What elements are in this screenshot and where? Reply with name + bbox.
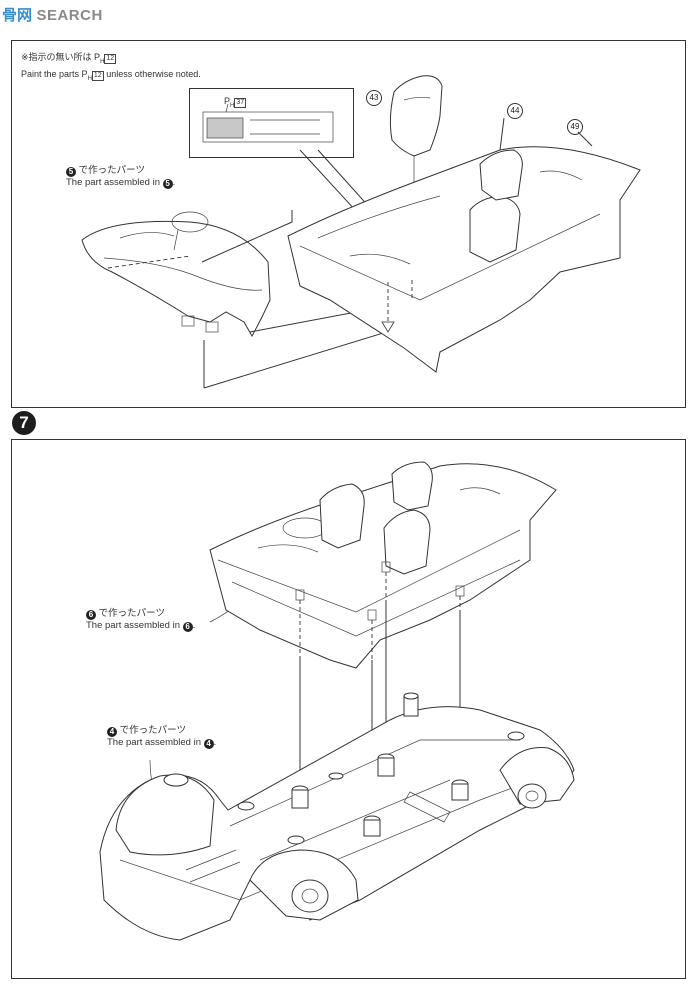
callout-step4-jp: 4 で作ったパーツ bbox=[107, 725, 216, 737]
callout-step6-jp: 6 で作ったパーツ bbox=[86, 608, 195, 620]
callout-step5-jp: 5 で作ったパーツ bbox=[66, 165, 175, 177]
part-number-49: 49 bbox=[567, 119, 583, 135]
dashboard-part bbox=[81, 211, 271, 338]
watermark-brand: SEARCH bbox=[36, 7, 103, 24]
callout-step5-en: The part assembled in 5. bbox=[66, 177, 176, 189]
paint-code-box: 12 bbox=[91, 70, 104, 81]
interior-tub-assembled bbox=[209, 461, 557, 669]
step-ref-badge: 4 bbox=[203, 739, 214, 749]
chassis-part bbox=[99, 692, 575, 941]
callout-step4: 4 で作ったパーツ The part assembled in 4. bbox=[107, 725, 216, 749]
interior-tub bbox=[287, 117, 641, 373]
step-6-frame bbox=[11, 40, 686, 408]
step-ref-badge: 6 bbox=[86, 610, 96, 620]
assembly-guide-line bbox=[201, 210, 293, 263]
step-ref-badge: 5 bbox=[66, 167, 76, 177]
part-number-44: 44 bbox=[507, 103, 523, 119]
step-ref-badge: 4 bbox=[107, 727, 117, 737]
callout-step6: 6 で作ったパーツ The part assembled in 6. bbox=[86, 608, 195, 632]
callout-step6-en: The part assembled in 6. bbox=[86, 620, 196, 632]
watermark-site: 骨网 bbox=[2, 7, 33, 24]
step-7-frame bbox=[11, 439, 686, 979]
step-number-badge: 7 bbox=[12, 411, 36, 435]
step-7-drawing bbox=[99, 461, 575, 941]
paint-code-box: 12 bbox=[104, 54, 117, 64]
callout-step5: 5 で作ったパーツ The part assembled in 5. bbox=[66, 165, 175, 189]
watermark-logo: 骨网 SEARCH bbox=[2, 4, 103, 26]
step-ref-badge: 5 bbox=[162, 179, 173, 189]
part-number-43: 43 bbox=[366, 90, 382, 106]
callout-step4-en: The part assembled in 4. bbox=[107, 737, 217, 749]
step-ref-badge: 6 bbox=[182, 622, 193, 632]
inset-part-sketch bbox=[202, 103, 334, 143]
step-6-drawing bbox=[81, 75, 641, 389]
